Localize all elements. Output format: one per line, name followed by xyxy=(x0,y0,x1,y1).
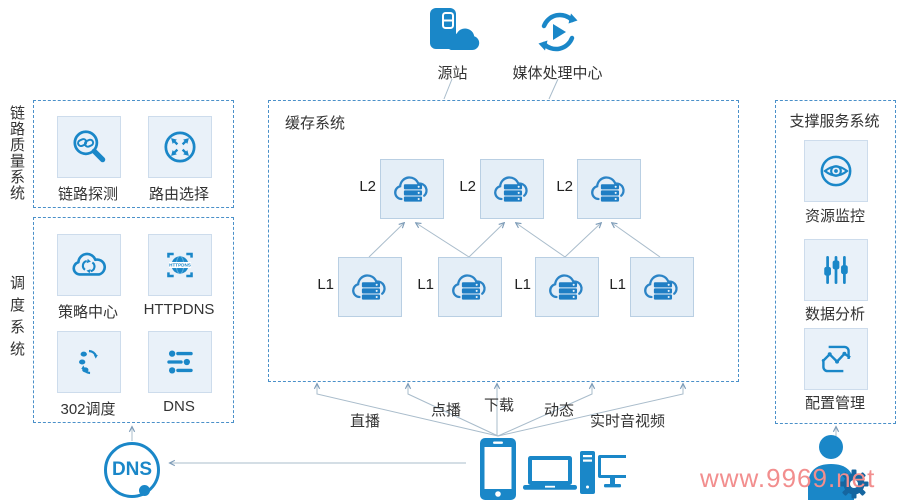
l1-label-3: L1 xyxy=(514,276,531,293)
cache-node-l1-1 xyxy=(338,257,402,317)
cloud-server-icon xyxy=(549,274,583,301)
tile-label-config-management: 配置管理 xyxy=(804,395,865,412)
resource-monitor-icon xyxy=(820,155,852,187)
tile-label-link-probe: 链路探测 xyxy=(57,186,118,203)
link-quality-title: 链路质量系统 xyxy=(8,105,25,201)
cache-system-panel xyxy=(268,100,739,382)
access-label-rtav: 实时音视频 xyxy=(590,413,666,430)
l1-label-2: L1 xyxy=(417,276,434,293)
admin-gear-icon xyxy=(808,435,869,500)
tile-dns-config xyxy=(148,331,212,393)
httpdns-icon-text: HTTPDNS xyxy=(169,263,191,268)
tile-data-analysis xyxy=(804,239,868,301)
tile-label-302-dispatch: 302调度 xyxy=(60,401,116,418)
cache-node-l2-3 xyxy=(577,159,641,219)
tile-label-dns-config: DNS xyxy=(163,398,195,415)
media-center-label: 媒体处理中心 xyxy=(512,65,603,82)
l2-label-3: L2 xyxy=(556,178,573,195)
cache-node-l1-3 xyxy=(535,257,599,317)
dns-node: DNS xyxy=(104,442,160,498)
l1-label-1: L1 xyxy=(317,276,334,293)
desktop-icon xyxy=(580,451,626,494)
data-analysis-icon xyxy=(824,256,848,284)
laptop-icon xyxy=(523,456,577,490)
cache-node-l1-2 xyxy=(438,257,502,317)
origin-label: 源站 xyxy=(437,65,468,82)
policy-center-icon xyxy=(72,252,106,276)
dns-sliders-icon xyxy=(167,350,193,374)
watermark: www.9969.net xyxy=(700,463,876,493)
access-label-dynamic: 动态 xyxy=(544,402,575,419)
client-devices xyxy=(480,438,626,500)
access-label-download: 下载 xyxy=(484,397,515,414)
tile-label-route-select: 路由选择 xyxy=(148,186,209,203)
config-management-icon xyxy=(821,345,851,373)
access-label-live: 直播 xyxy=(350,413,381,430)
tile-label-policy-center: 策略中心 xyxy=(57,304,118,321)
cloud-server-icon xyxy=(591,176,625,203)
support-services-panel xyxy=(775,100,896,424)
tile-resource-monitor xyxy=(804,140,868,202)
l2-label-2: L2 xyxy=(459,178,476,195)
cloud-server-icon xyxy=(494,176,528,203)
tile-link-probe xyxy=(57,116,121,178)
cache-node-l2-1 xyxy=(380,159,444,219)
media-processing-icon xyxy=(538,12,578,52)
support-services-title: 支撑服务系统 xyxy=(789,113,880,130)
tile-label-httpdns: HTTPDNS xyxy=(143,301,215,318)
l2-label-1: L2 xyxy=(359,178,376,195)
cache-system-title: 缓存系统 xyxy=(285,115,346,132)
scheduling-panel xyxy=(33,217,234,423)
dispatch-302-icon xyxy=(79,349,98,375)
cloud-server-icon xyxy=(352,274,386,301)
cloud-server-icon xyxy=(452,274,486,301)
smartphone-icon xyxy=(480,438,516,500)
tile-label-data-analysis: 数据分析 xyxy=(804,306,865,323)
scheduling-title: 调度系统 xyxy=(8,275,25,363)
tile-policy-center xyxy=(57,234,121,296)
access-label-vod: 点播 xyxy=(431,402,462,419)
cloud-server-icon xyxy=(644,274,678,301)
cache-node-l1-4 xyxy=(630,257,694,317)
cache-node-l2-2 xyxy=(480,159,544,219)
dns-node-label: DNS xyxy=(111,459,153,480)
tile-label-resource-monitor: 资源监控 xyxy=(804,208,865,225)
tile-302-dispatch xyxy=(57,331,121,393)
httpdns-icon: HTTPDNS xyxy=(167,252,193,278)
tile-config-management xyxy=(804,328,868,390)
link-quality-panel xyxy=(33,100,234,208)
l1-label-4: L1 xyxy=(609,276,626,293)
tile-httpdns: HTTPDNS xyxy=(148,234,212,296)
route-select-icon xyxy=(164,131,196,163)
origin-server-cloud-icon xyxy=(430,8,480,51)
cloud-server-icon xyxy=(394,176,428,203)
tile-route-select xyxy=(148,116,212,178)
dns-node-dot xyxy=(139,485,150,496)
link-probe-icon xyxy=(73,130,106,163)
